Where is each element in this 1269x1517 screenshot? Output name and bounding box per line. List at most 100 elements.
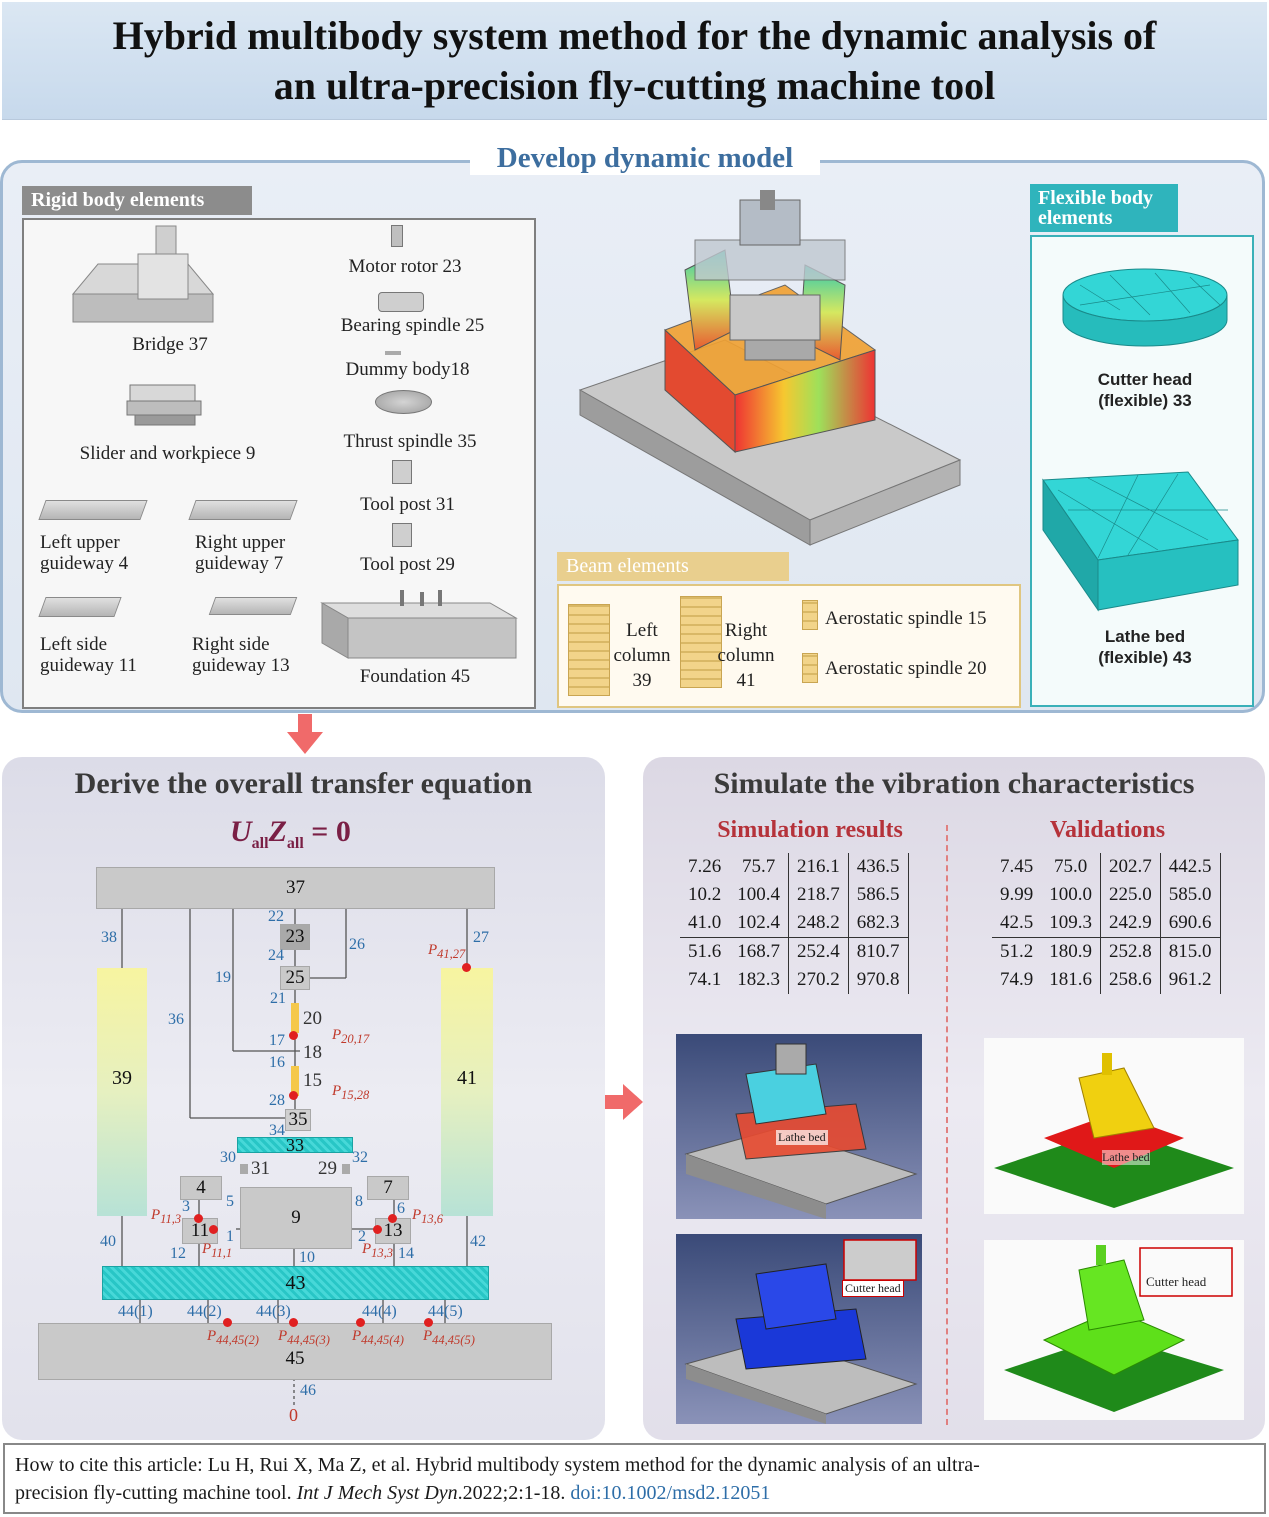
aerostatic-spindle-15-shape <box>802 600 818 630</box>
link-27: 27 <box>473 929 489 946</box>
left-column-shape <box>568 604 610 696</box>
point-11-3-sub: 11,3 <box>160 1212 182 1226</box>
cutter-head-label-1: Cutter head <box>1097 370 1193 389</box>
tool-post-31-shape <box>392 460 412 484</box>
sim-cutter-render <box>684 1239 918 1424</box>
sim-results-header: Simulation results <box>717 817 903 843</box>
sim-table-cell: 586.5 <box>848 881 909 909</box>
link-28: 28 <box>269 1092 285 1109</box>
link-30: 30 <box>220 1149 236 1166</box>
node-31-tool-post <box>240 1164 248 1174</box>
bearing-spindle-label: Bearing spindle 25 <box>340 315 485 336</box>
node-0-ground: 0 <box>289 1405 298 1425</box>
aerostatic-spindle-20-shape <box>802 653 818 683</box>
tool-post-29-shape <box>392 523 412 547</box>
node-31-label: 31 <box>251 1158 270 1179</box>
point-44-45-3-dot <box>289 1318 298 1327</box>
point-44-45-4-sub: 44,45(4) <box>361 1333 404 1347</box>
val-table-cell: 7.45 <box>1000 856 1034 877</box>
dummy-body-shape <box>385 351 401 355</box>
motor-rotor-shape <box>391 225 403 247</box>
sim-image-cutter-head: Cutter head <box>676 1234 922 1424</box>
val-table-cell: 74.9 <box>1000 969 1034 990</box>
link-26: 26 <box>349 936 365 953</box>
sim-table-cell: 218.7 <box>788 881 849 909</box>
left-column-label-1: Left <box>626 620 658 641</box>
val-table-cell: 252.8 <box>1100 937 1161 966</box>
node-35-thrust: 35 <box>285 1109 311 1131</box>
dummy-body-label: Dummy body18 <box>345 359 470 380</box>
sim-table-cell: 436.5 <box>848 853 909 881</box>
sim-lathe-render <box>684 1043 918 1219</box>
sim-table-cell: 216.1 <box>788 853 849 881</box>
sim-table-cell: 41.0 <box>688 912 722 933</box>
point-44-45-4-label: P44,45(4) <box>352 1328 404 1347</box>
link-2: 2 <box>358 1228 366 1245</box>
val-table-cell: 442.5 <box>1160 853 1221 881</box>
sim-table-cell: 102.4 <box>729 909 790 938</box>
node-9-slider: 9 <box>240 1187 352 1249</box>
citation-box: How to cite this article: Lu H, Rui X, M… <box>3 1443 1266 1514</box>
right-column-shape <box>680 596 722 688</box>
link-1: 1 <box>226 1228 234 1245</box>
sim-table-cell: 100.4 <box>729 881 790 909</box>
point-13-6-sub: 13,6 <box>421 1212 444 1226</box>
sim-table-cell: 51.6 <box>688 941 722 962</box>
left-side-guideway-label-1: Left side <box>40 634 108 655</box>
lathe-bed-label-2: (flexible) 43 <box>1098 648 1192 667</box>
link-46: 46 <box>300 1382 316 1399</box>
sim-table-cell: 10.2 <box>688 884 722 905</box>
val-table-cell: 258.6 <box>1100 966 1161 994</box>
val-lathe-render <box>994 1053 1234 1208</box>
point-11-1-dot <box>209 1225 218 1234</box>
node-37-bridge: 37 <box>96 867 495 909</box>
node-41-right-column: 41 <box>441 968 493 1216</box>
citation-doi-link[interactable]: doi:10.1002/msd2.12051 <box>570 1482 771 1504</box>
sim-table-cell: 75.7 <box>729 853 790 881</box>
point-20-17-sub: 20,17 <box>341 1032 370 1046</box>
val-table-cell: 225.0 <box>1100 881 1161 909</box>
link-44-2: 44(2) <box>187 1303 222 1320</box>
link-44-3: 44(3) <box>256 1303 291 1320</box>
foundation-label: Foundation 45 <box>359 666 471 687</box>
sim-table-cell: 182.3 <box>729 966 790 994</box>
point-13-6-label: P13,6 <box>412 1207 444 1226</box>
point-44-45-2-dot <box>223 1318 232 1327</box>
citation-text-1: How to cite this article: Lu H, Rui X, M… <box>15 1454 980 1476</box>
link-44-1: 44(1) <box>118 1303 153 1320</box>
node-20-label: 20 <box>303 1008 322 1029</box>
flexible-header-line-2: elements <box>1038 207 1113 229</box>
aerostatic-spindle-15-label: Aerostatic spindle 15 <box>825 608 987 629</box>
val-lathe-caption: Lathe bed <box>1102 1150 1150 1165</box>
title-line-1: Hybrid multibody system method for the d… <box>112 13 1157 58</box>
val-table-cell: 180.9 <box>1041 937 1102 966</box>
title-banner: Hybrid multibody system method for the d… <box>2 2 1267 120</box>
citation-text-2: precision fly-cutting machine tool. <box>15 1482 297 1504</box>
eq-z: Z <box>268 815 287 848</box>
point-44-45-4-dot <box>356 1318 365 1327</box>
point-15-28-label: P15,28 <box>332 1083 370 1102</box>
validations-header: Validations <box>1049 817 1166 843</box>
link-22: 22 <box>268 908 284 925</box>
point-11-3-label: P11,3 <box>151 1207 182 1226</box>
citation-journal: Int J Mech Syst Dyn <box>296 1482 458 1504</box>
lathe-bed-label-1: Lathe bed <box>1104 627 1186 646</box>
arrow-right-icon <box>605 1084 643 1120</box>
node-7-guideway: 7 <box>367 1176 409 1200</box>
link-36: 36 <box>168 1011 184 1028</box>
beam-header: Beam elements <box>557 552 789 581</box>
beam-elements-box <box>557 584 1021 708</box>
point-44-45-2-label: P44,45(2) <box>207 1328 259 1347</box>
tool-post-31-label: Tool post 31 <box>360 494 455 515</box>
point-13-3-sub: 13,3 <box>371 1246 394 1260</box>
eq-sub-2: all <box>286 835 304 852</box>
link-42: 42 <box>470 1233 486 1250</box>
val-table-cell: 42.5 <box>1000 912 1034 933</box>
